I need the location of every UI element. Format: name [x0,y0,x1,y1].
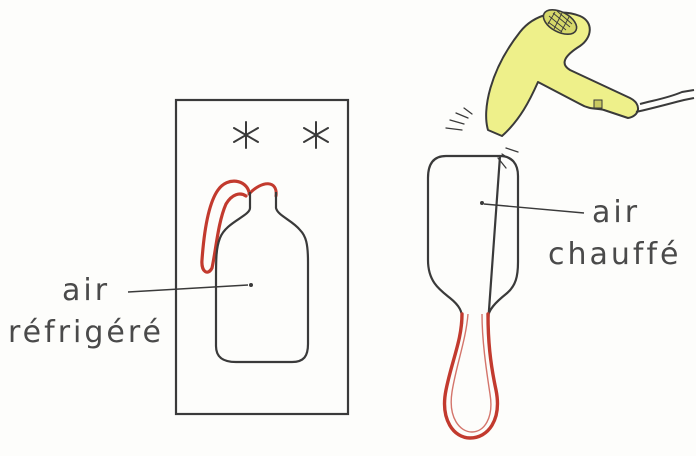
hot-air-dot [480,201,484,205]
balloon-icon [445,314,498,438]
cold-air-label-line1: air [62,276,110,306]
balloon-icon [249,184,276,196]
snowflake-icon [234,122,258,148]
freezer [128,100,348,414]
balloon-icon [202,181,249,272]
heated-setup [428,5,694,438]
bottle-icon [428,156,518,324]
hot-air-label-line2: chauffé [548,240,682,270]
snowflake-icon [304,122,328,148]
cold-air-pointer [128,285,248,292]
hair-dryer-icon [486,5,694,136]
cold-air-label-line2: réfrigéré [8,318,164,348]
bottle-icon [216,192,308,362]
cold-air-dot [249,283,253,287]
hot-air-label-line1: air [592,198,640,228]
hot-air-pointer [484,204,584,213]
